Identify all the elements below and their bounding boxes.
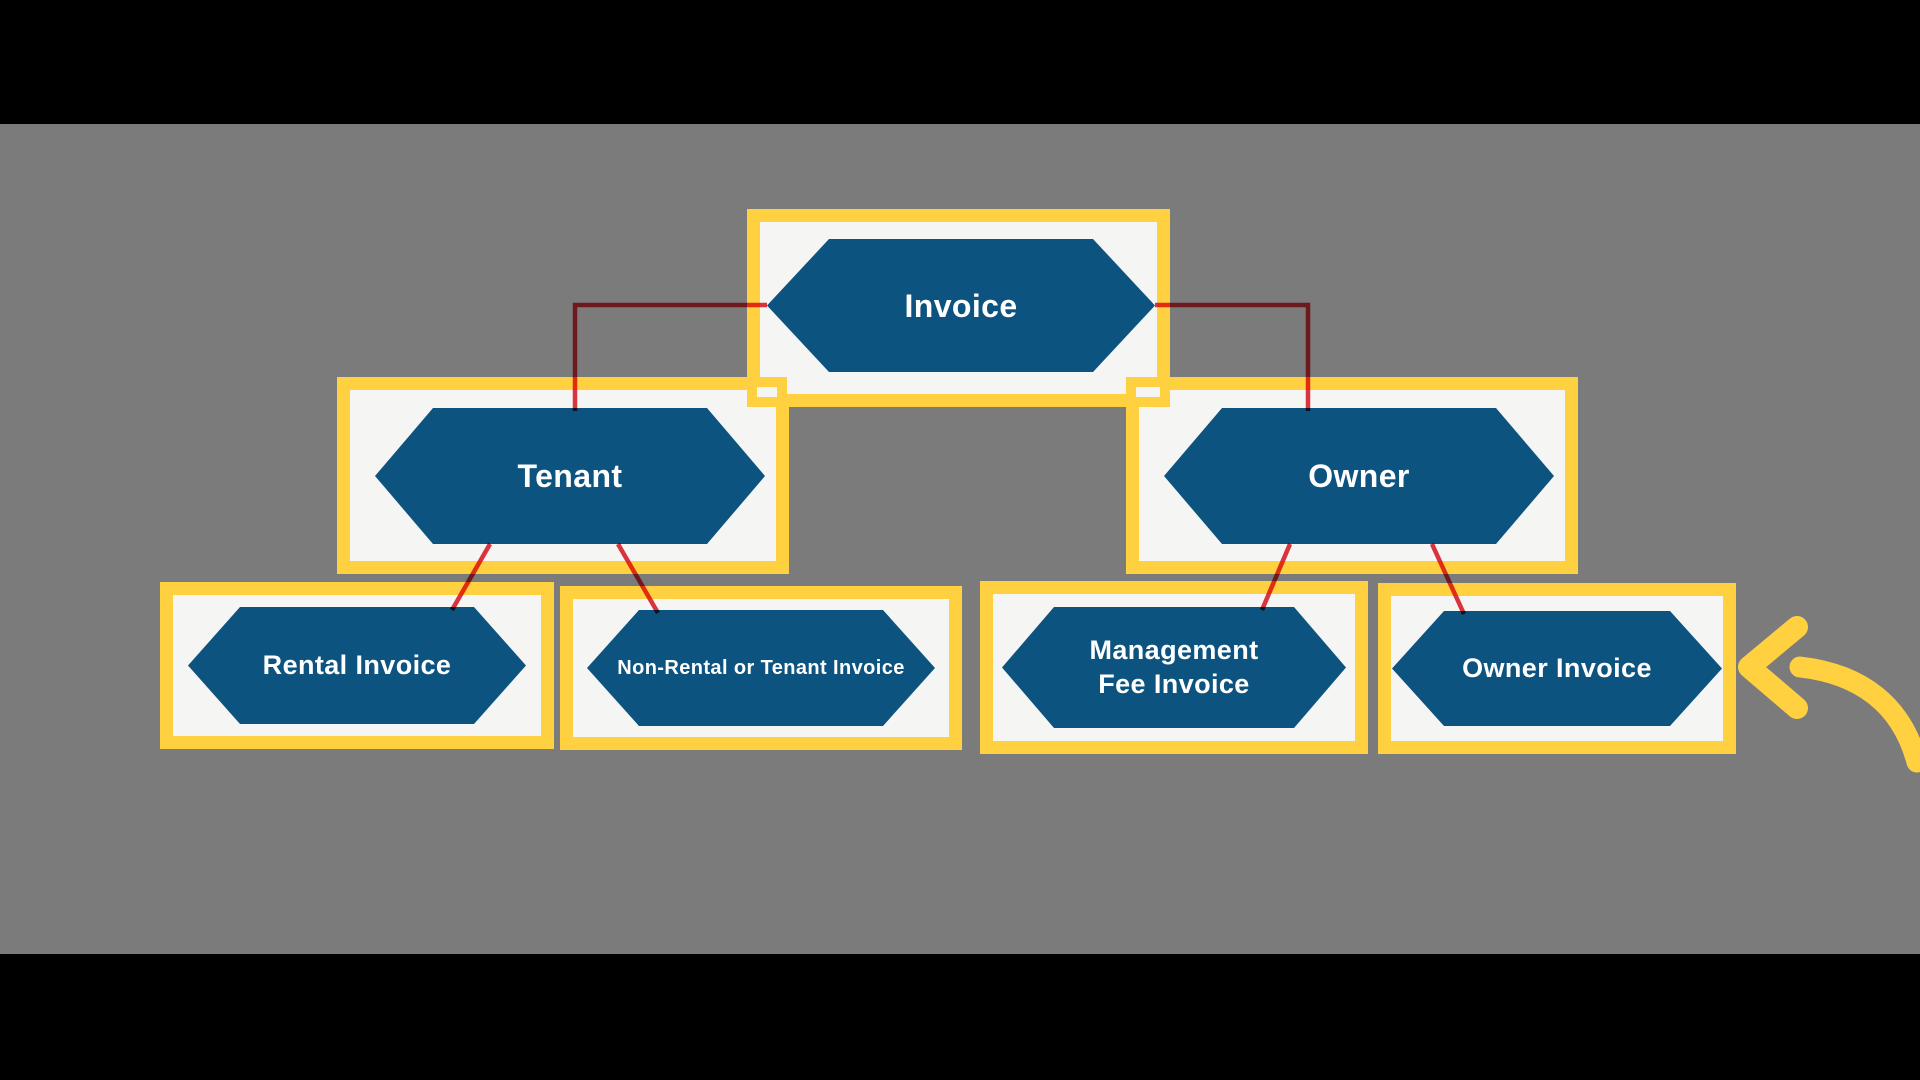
management-line2: Fee Invoice [1098, 668, 1250, 699]
node-owner-invoice-label: Owner Invoice [1462, 652, 1652, 683]
selection-frame-tenant: Tenant [337, 377, 789, 574]
selection-frame-invoice: Invoice [747, 209, 1170, 407]
selection-frame-owner: Owner [1126, 377, 1578, 574]
node-tenant[interactable]: Tenant [375, 408, 765, 544]
node-rental-invoice-label: Rental Invoice [262, 649, 452, 680]
node-rental-invoice[interactable]: Rental Invoice [188, 607, 526, 724]
selection-frame-management: Management Fee Invoice [980, 581, 1368, 754]
selection-frame-rental: Rental Invoice [160, 582, 554, 749]
node-nonrental-invoice-label: Non-Rental or Tenant Invoice [617, 656, 905, 679]
selection-frame-ownerinvoice: Owner Invoice [1378, 583, 1736, 754]
node-management-fee-invoice[interactable]: Management Fee Invoice [1002, 607, 1346, 728]
node-tenant-label: Tenant [517, 458, 623, 494]
node-owner-label: Owner [1308, 458, 1410, 494]
node-management-fee-invoice-label: Management Fee Invoice [1089, 634, 1258, 702]
management-line1: Management [1089, 634, 1259, 665]
top-letterbox-bar [0, 0, 1920, 124]
node-invoice-label: Invoice [904, 287, 1018, 324]
bottom-letterbox-bar [0, 954, 1920, 1080]
selection-handle-right[interactable] [1126, 377, 1170, 407]
node-owner-invoice[interactable]: Owner Invoice [1392, 611, 1722, 726]
node-nonrental-invoice[interactable]: Non-Rental or Tenant Invoice [587, 610, 935, 726]
node-invoice[interactable]: Invoice [767, 239, 1155, 372]
node-owner[interactable]: Owner [1164, 408, 1554, 544]
selection-frame-nonrental: Non-Rental or Tenant Invoice [560, 586, 962, 750]
slide-canvas: Tenant Owner Rental Invoice Non-Rental o… [0, 124, 1920, 954]
selection-handle-left[interactable] [747, 377, 787, 407]
